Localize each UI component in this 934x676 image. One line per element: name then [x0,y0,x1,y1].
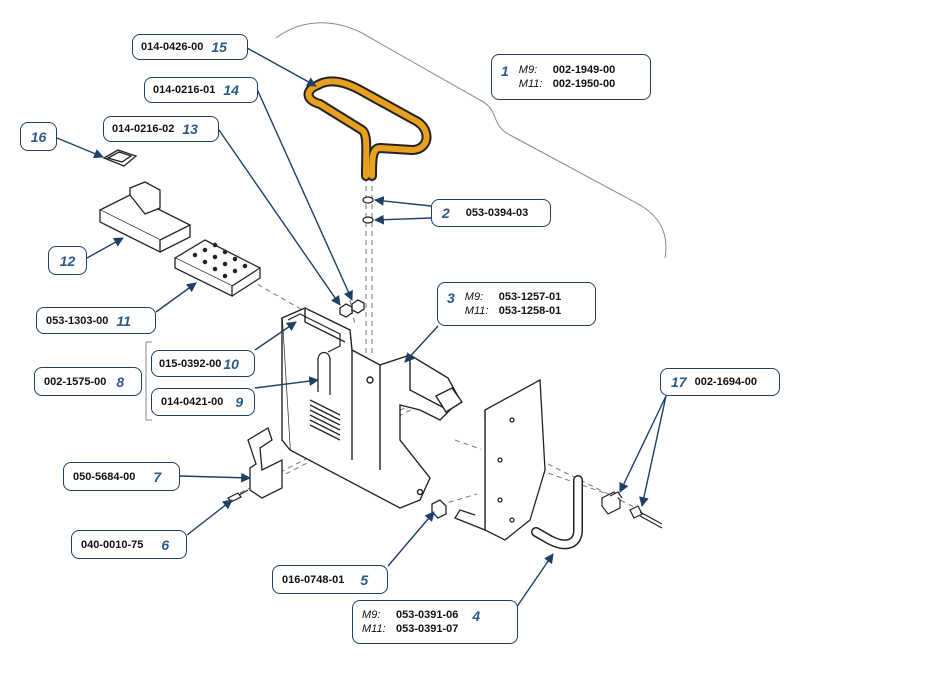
housing-part [281,307,464,509]
part-number: 014-0216-02 [112,123,175,135]
pad-part [173,239,262,298]
part-number: 053-0391-06 [396,609,459,621]
item-number: 13 [182,121,198,137]
callout-14: 014-0216-01 14 [144,77,258,103]
part-number: 015-0392-00 [159,357,222,370]
item-number: 1 [501,63,509,79]
model-label: M11: [518,78,543,90]
callout-10: 015-0392-00 10 [151,350,255,377]
item-number: 9 [235,394,244,410]
callout-16: 16 [20,122,57,151]
tube-part [531,475,583,550]
part-number: 002-1950-00 [552,78,616,90]
callout-5: 016-0748-01 5 [272,565,388,594]
callout-1: 1 M9: 002-1949-00 M11: 002-1950-00 [491,54,651,100]
callout-3: 3 M9: 053-1257-01 M11: 053-1258-01 [437,282,596,326]
item-1-group-bracket [275,22,667,259]
handle-part [303,76,432,181]
item-number: 8 [116,373,125,390]
part-number: 053-1257-01 [498,291,562,303]
callout-11: 053-1303-00 11 [36,307,156,334]
clip-part [102,149,138,167]
item-number: 10 [223,355,239,372]
item-number: 17 [671,374,687,390]
part-number: 002-1575-00 [44,375,107,388]
model-label: M9: [518,64,538,76]
item-number: 6 [161,536,170,553]
cover-part [98,181,192,254]
gasket-part [287,313,341,353]
callout-6: 040-0010-75 6 [71,530,187,559]
model-label: M11: [464,305,489,317]
item-number: 15 [211,39,227,55]
part-number: 014-0216-01 [153,84,216,96]
callout-15: 014-0426-00 15 [132,34,248,60]
callout-2: 2 053-0394-03 [431,199,551,227]
item-number: 14 [223,82,239,98]
part-number: 053-0394-03 [465,207,529,219]
item-number: 11 [116,312,131,329]
item-number: 4 [472,608,481,624]
part-number: 040-0010-75 [81,538,144,551]
part-number: 053-1303-00 [46,314,109,327]
callout-7: 050-5684-00 7 [63,462,180,491]
callout-9: 014-0421-00 9 [151,388,255,416]
part-number: 016-0748-01 [282,573,345,586]
item-number: 5 [360,571,369,588]
bracket-part [247,427,283,499]
callout-12: 12 [48,246,87,275]
model-label: M11: [362,623,386,635]
washers-part [362,196,374,224]
pin-part [629,505,663,529]
part-number: 050-5684-00 [73,470,136,483]
part-number: 014-0426-00 [141,41,204,53]
callout-17: 17 002-1694-00 [660,368,780,396]
model-label: M9: [464,291,484,303]
leader-lines [56,47,667,609]
coil-part [309,351,341,441]
callout-13: 014-0216-02 13 [103,116,219,142]
part-number: 002-1694-00 [694,376,757,388]
part-number: 014-0421-00 [161,396,224,408]
item-number: 7 [153,468,162,485]
item-8-bracket [145,341,152,421]
part-number: 002-1949-00 [552,64,616,76]
clamp-part [601,491,623,515]
item-number: 16 [30,128,47,145]
callout-8: 002-1575-00 8 [34,367,142,396]
model-label: M9: [362,609,381,621]
item-number: 2 [442,205,450,221]
frame-part [454,378,546,541]
fitting-part [431,499,447,519]
callout-4: M9: 053-0391-06 M11: 053-0391-07 4 [352,600,518,644]
part-number: 053-1258-01 [498,305,562,317]
item-number: 12 [59,252,76,269]
part-number: 053-0391-07 [396,623,459,635]
item-number: 3 [447,290,455,306]
nuts-part [339,299,365,318]
